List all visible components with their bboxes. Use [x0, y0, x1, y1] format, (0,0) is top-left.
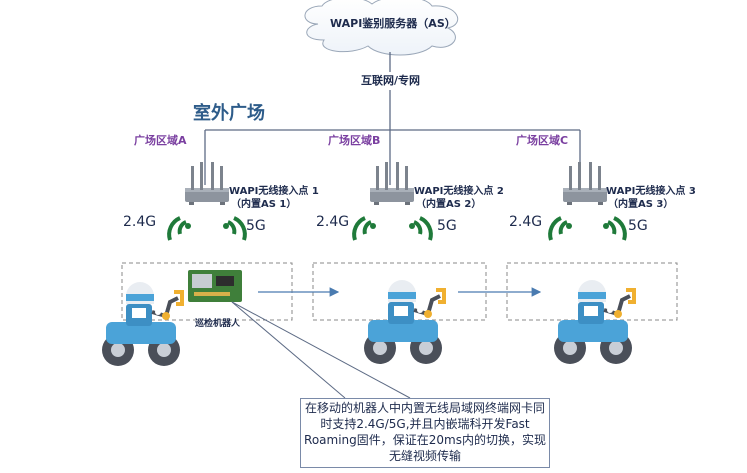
robot-label: 巡检机器人 — [195, 319, 241, 329]
band-24-label: 2.4G — [123, 214, 157, 230]
access-point-icon — [370, 162, 414, 205]
network-label: 互联网/专网 — [361, 74, 421, 87]
zone-label-a: 广场区域A — [134, 134, 187, 147]
band-24-label: 2.4G — [509, 214, 543, 230]
ap-label-2: WAPI无线接入点 2 — [414, 186, 504, 197]
robot-icon — [100, 280, 184, 368]
ap-sub-1: （内置AS 1） — [231, 199, 297, 210]
robot-icon — [362, 278, 446, 366]
network-lines — [204, 52, 581, 185]
callout-text: 在移动的机器人中内置无线局域网终端网卡同时支持2.4G/5G,并且内嵌瑞科开发F… — [304, 401, 546, 463]
ap-label-3: WAPI无线接入点 3 — [606, 186, 696, 197]
band-5-label: 5G — [628, 218, 648, 234]
zone-label-c: 广场区域C — [516, 134, 569, 147]
ap-sub-3: （内置AS 3） — [608, 199, 674, 210]
callout-leader — [231, 301, 411, 399]
ap-sub-2: （内置AS 2） — [416, 199, 482, 210]
cloud-shape — [304, 0, 459, 56]
robot-icon — [552, 278, 636, 366]
band-5-label: 5G — [437, 218, 457, 234]
wifi-signal-icon — [167, 216, 627, 242]
area-title: 室外广场 — [193, 103, 265, 124]
band-5-label: 5G — [246, 218, 266, 234]
band-24-label: 2.4G — [316, 214, 350, 230]
access-point-icon — [563, 162, 607, 205]
server-label: WAPI鉴别服务器（AS） — [330, 17, 456, 30]
access-point-icon — [185, 162, 229, 205]
network-card-icon — [188, 270, 242, 302]
zone-label-b: 广场区域B — [328, 134, 381, 147]
callout-box: 在移动的机器人中内置无线局域网终端网卡同时支持2.4G/5G,并且内嵌瑞科开发F… — [300, 398, 550, 468]
ap-label-1: WAPI无线接入点 1 — [229, 186, 319, 197]
